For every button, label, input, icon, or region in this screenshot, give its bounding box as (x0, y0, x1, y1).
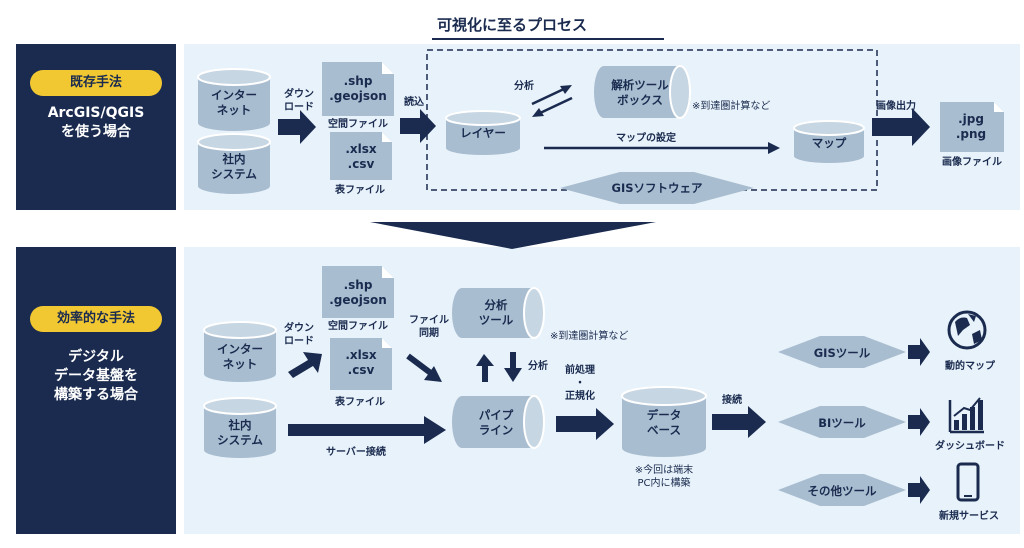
bottom-file-sync-arrow (406, 353, 442, 382)
top-layer-cylinder (445, 110, 521, 155)
bottom-up-arrow (476, 354, 494, 382)
bottom-spatial-file-text: .shp .geojson (329, 278, 387, 307)
page-title: 可視化に至るプロセス (436, 16, 587, 34)
globe-icon (947, 310, 987, 350)
bottom-pipeline (452, 395, 545, 449)
top-image-output-label: 画像出力 (876, 101, 916, 112)
bottom-analysis-tool-label: 分析 ツール (478, 298, 514, 327)
top-image-file-label: 画像ファイル (942, 157, 1002, 168)
bottom-server-connection-label: サーバー接続 (326, 447, 386, 458)
bar-chart-icon (948, 397, 984, 434)
top-internal-system-cylinder (197, 133, 271, 194)
top-table-file-text: .xlsx .csv (345, 142, 377, 171)
bottom-internal-system-cylinder (203, 397, 277, 458)
bottom-bi-out-arrow (908, 408, 930, 436)
top-analysis-arrows (531, 85, 573, 117)
top-internal-system-label: 社内 システム (211, 152, 257, 181)
bottom-internet-cylinder (203, 321, 277, 382)
bottom-analysis-tool (452, 287, 545, 339)
bottom-dashboard-label: ダッシュボード (935, 441, 1005, 452)
bottom-spatial-file-doc (322, 266, 394, 318)
bottom-preprocess-label: 前処理 ・ 正規化 (565, 365, 595, 402)
title-underline (432, 38, 664, 40)
bottom-side-panel (16, 247, 176, 534)
bottom-table-file-doc (330, 338, 392, 390)
bottom-gis-out-arrow (908, 338, 930, 366)
bottom-down-arrow (504, 352, 522, 382)
bottom-pipeline-label: パイプ ライン (478, 408, 514, 437)
bottom-other-tool-label: その他ツール (807, 484, 877, 498)
top-gis-software-label: GISソフトウェア (611, 181, 703, 195)
bottom-file-sync-label: ファイル 同期 (409, 315, 449, 339)
bottom-connection-arrow (712, 406, 766, 438)
top-spatial-file-doc (322, 62, 394, 116)
bottom-gis-tool-diamond (778, 336, 906, 368)
bottom-gis-tool-label: GISツール (813, 346, 871, 360)
top-image-file-doc (940, 102, 1004, 152)
bottom-connection-label: 接続 (722, 395, 742, 406)
top-analysis-toolbox (594, 65, 691, 119)
bottom-analysis-label: 分析 (528, 361, 548, 372)
bottom-bi-tool-diamond (778, 406, 906, 438)
top-image-output-arrow (872, 108, 930, 146)
bottom-preprocess-arrow (556, 408, 614, 440)
top-internet-label: インター ネット (211, 88, 257, 117)
top-gis-software-banner (560, 172, 754, 204)
bottom-server-connection-arrow (288, 416, 446, 444)
section-transition-chevron (370, 222, 656, 249)
bottom-bi-tool-label: BIツール (818, 416, 866, 430)
top-internet-cylinder (197, 68, 271, 131)
bottom-side-label: デジタル データ基盤を 構築する場合 (54, 349, 138, 403)
bottom-download-label: ダウン ロード (284, 323, 314, 347)
top-method-badge: 既存手法 (30, 70, 162, 96)
bottom-other-out-arrow (908, 476, 930, 504)
top-read-arrow (400, 109, 436, 143)
top-spatial-file-label: 空間ファイル (328, 119, 388, 130)
top-read-label: 読込 (404, 97, 424, 108)
top-map-cylinder (793, 120, 865, 163)
bottom-internal-system-label: 社内 システム (217, 418, 263, 447)
top-table-file-doc (330, 132, 392, 180)
bottom-table-file-label: 表ファイル (335, 397, 385, 408)
bottom-download-arrow (288, 352, 322, 378)
bottom-database-label: データ ベース (646, 408, 682, 437)
bottom-internet-label: インター ネット (217, 342, 263, 371)
smartphone-icon (956, 462, 980, 502)
bottom-method-badge: 効率的な手法 (30, 306, 162, 332)
top-table-file-label: 表ファイル (335, 185, 385, 196)
bottom-table-file-text: .xlsx .csv (345, 348, 377, 377)
top-analysis-toolbox-label: 解析ツール ボックス (611, 78, 669, 107)
bottom-dynamic-map-label: 動的マップ (945, 361, 995, 372)
bottom-new-service-label: 新規サービス (939, 511, 999, 522)
top-image-file-text: .jpg .png (955, 112, 987, 141)
top-download-label: ダウン ロード (284, 89, 314, 113)
top-analysis-note: ※到達圏計算など (692, 101, 771, 112)
bottom-analysis-note: ※到達圏計算など (550, 331, 629, 342)
top-spatial-file-text: .shp .geojson (329, 74, 387, 103)
top-analysis-label: 分析 (514, 81, 534, 92)
top-map-label: マップ (811, 136, 847, 150)
bottom-database-cylinder (621, 386, 707, 457)
top-side-label: ArcGIS/QGIS を使う場合 (47, 105, 145, 140)
top-layer-label: レイヤー (460, 126, 506, 140)
bottom-other-tool-diamond (778, 474, 906, 506)
bottom-database-note: ※今回は端末 PC内に構築 (634, 465, 694, 489)
top-map-settings-label: マップの設定 (616, 133, 676, 144)
top-download-arrow (278, 110, 316, 144)
bottom-spatial-file-label: 空間ファイル (328, 321, 388, 332)
